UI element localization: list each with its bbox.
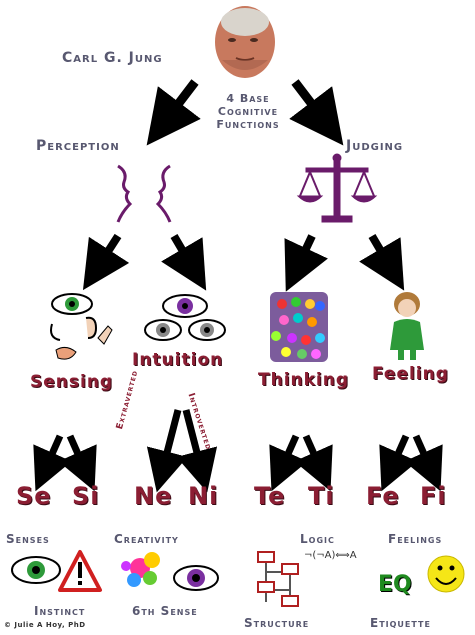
function-te: Te: [254, 482, 286, 510]
sensing-face-icon: [50, 293, 113, 360]
jung-portrait: [215, 6, 275, 78]
arrow-to-ni: [176, 409, 218, 493]
feelings-label: Feelings: [388, 532, 443, 546]
arrow-to-fe: [379, 434, 418, 492]
function-ni: Ni: [188, 482, 219, 510]
instinct-label: Instinct: [34, 604, 86, 618]
arrow-to-ne: [146, 409, 188, 493]
function-fe: Fe: [366, 482, 400, 510]
arrow-to-feeling: [359, 233, 405, 291]
arrow-to-fi: [404, 434, 443, 492]
arrow-to-ti: [294, 434, 333, 492]
purple-eye-icon: [173, 565, 219, 591]
warning-icon: [58, 550, 102, 592]
feeling-figure-icon: [390, 292, 424, 360]
logic-formula: ¬(¬A)⟺A: [304, 550, 357, 561]
perception-label: Perception: [36, 138, 120, 154]
scales-icon: [296, 153, 378, 223]
logic-label: Logic: [300, 532, 335, 546]
smiley-icon: [427, 555, 465, 593]
etiquette-label: Etiquette: [370, 616, 431, 630]
thinking-crowd-icon: [270, 292, 328, 362]
function-ti: Ti: [308, 482, 335, 510]
arrow-to-perception: [146, 79, 201, 146]
green-eye-icon: [11, 556, 61, 584]
intuition-label: Intuition: [132, 350, 224, 370]
function-fi: Fi: [420, 482, 447, 510]
arrow-to-judging: [289, 79, 344, 146]
center-label-line-3: Functions: [216, 118, 280, 131]
faces-icon: [116, 164, 172, 223]
arrow-to-thinking: [284, 234, 328, 292]
structure-label: Structure: [244, 616, 310, 630]
sensing-label: Sensing: [30, 372, 114, 392]
arrow-to-sensing: [82, 233, 130, 291]
flowchart-icon: [257, 551, 299, 607]
paint-splash-icon: [121, 552, 160, 587]
creativity-label: Creativity: [114, 532, 179, 546]
jung-name: Carl G. Jung: [62, 50, 163, 66]
thinking-label: Thinking: [258, 370, 350, 390]
sixth-sense-label: 6th Sense: [132, 604, 198, 618]
judging-label: Judging: [346, 138, 404, 154]
function-ne: Ne: [134, 482, 173, 510]
eq-badge: EQ: [378, 572, 412, 597]
arrow-to-si: [58, 434, 97, 492]
function-si: Si: [72, 482, 100, 510]
center-label-line-1: 4 Base: [226, 92, 270, 105]
center-label: 4 Base Cognitive Functions: [208, 92, 288, 131]
arrow-to-se: [33, 434, 72, 492]
credit-text: © Julie A Hoy, PhD: [4, 621, 86, 629]
arrow-to-intuition: [161, 233, 207, 291]
center-label-line-2: Cognitive: [217, 105, 279, 118]
feeling-label: Feeling: [372, 364, 449, 384]
arrow-to-te: [269, 434, 308, 492]
senses-label: Senses: [6, 532, 50, 546]
intuition-eyes-icon: [144, 294, 226, 341]
function-se: Se: [16, 482, 52, 510]
